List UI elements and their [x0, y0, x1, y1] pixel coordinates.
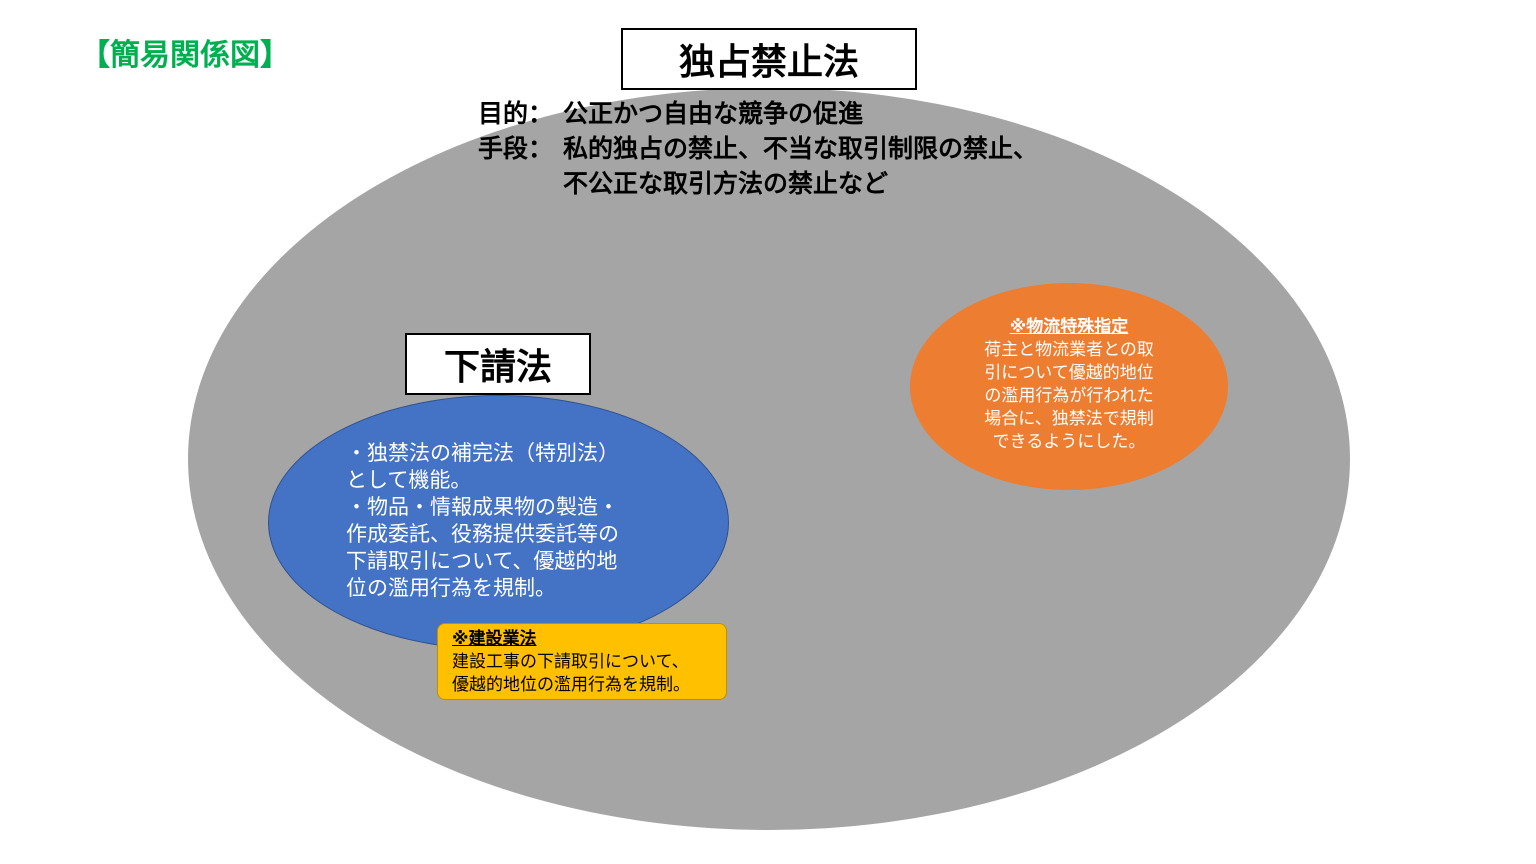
purpose-text: 公正かつ自由な競争の促進: [563, 99, 864, 128]
text-line: 作成委託、役務提供委託等の: [346, 522, 619, 546]
purpose-label: 目的：: [478, 99, 554, 128]
subcontract-ellipse: [268, 395, 729, 650]
text-line: できるようにした。: [992, 432, 1146, 452]
text-line: 位の濫用行為を規制。: [346, 576, 556, 600]
means-label: 手段：: [478, 134, 554, 163]
text-line: 下請取引について、優越的地: [346, 549, 618, 573]
diagram-heading: 【簡易関係図】: [80, 38, 290, 73]
text-line: として機能。: [346, 468, 472, 492]
text-line: 引について優越的地位: [984, 363, 1154, 383]
logistics-title: ※物流特殊指定: [1009, 317, 1129, 337]
subcontract-description: ・独禁法の補完法（特別法） として機能。 ・物品・情報成果物の製造・ 作成委託、…: [346, 440, 619, 602]
construction-title: ※建設業法: [452, 629, 537, 649]
subcontract-title: 下請法: [405, 333, 591, 395]
means-text-1: 私的独占の禁止、不当な取引制限の禁止、: [563, 134, 1039, 163]
text-line: ・物品・情報成果物の製造・: [346, 495, 619, 519]
text-line: の濫用行為が行われた: [984, 386, 1154, 406]
construction-box: ※建設業法 建設工事の下請取引について、 優越的地位の濫用行為を規制。: [437, 623, 727, 700]
text-line: 建設工事の下請取引について、: [452, 652, 689, 672]
logistics-ellipse: [910, 283, 1228, 490]
text-line: 場合に、独禁法で規制: [984, 409, 1154, 429]
text-line: 優越的地位の濫用行為を規制。: [452, 675, 690, 695]
antimonopoly-description: 目的： 公正かつ自由な競争の促進 手段： 私的独占の禁止、不当な取引制限の禁止、 不…: [478, 96, 1038, 201]
means-text-2: 不公正な取引方法の禁止など: [563, 169, 889, 198]
text-line: 荷主と物流業者との取: [984, 340, 1154, 360]
logistics-description: ※物流特殊指定 荷主と物流業者との取 引について優越的地位 の濫用行為が行われた…: [910, 316, 1228, 454]
antimonopoly-title: 独占禁止法: [621, 28, 917, 90]
text-line: ・独禁法の補完法（特別法）: [346, 441, 619, 465]
